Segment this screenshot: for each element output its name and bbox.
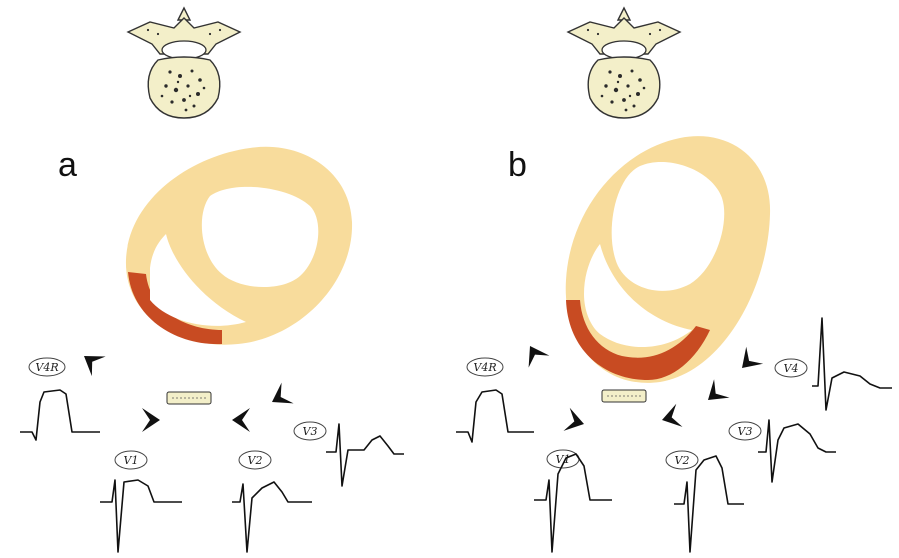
electrode-v4r-icon: [77, 346, 106, 377]
lv-cavity-b: [611, 161, 725, 291]
ecg-trace-v1: [100, 479, 182, 553]
svg-text:V2: V2: [248, 454, 263, 467]
heart-cross-section-b: [565, 136, 771, 383]
rv-cavity-a: [150, 234, 246, 326]
lead-label-v2: V2: [238, 450, 272, 470]
svg-text:V4R: V4R: [35, 361, 58, 374]
lead-label-v4r: V4R: [28, 357, 66, 377]
panel-label-b: b: [508, 146, 527, 184]
lead-label-v2: V2: [665, 450, 699, 470]
electrode-v4-icon: [733, 346, 764, 377]
electrode-v3-icon: [700, 379, 730, 410]
panel-label-a: a: [58, 146, 77, 184]
vertebra-icon: [127, 7, 241, 119]
rv-cavity-b: [584, 244, 692, 348]
ecg-trace-v2: [232, 481, 312, 553]
svg-text:V4: V4: [784, 362, 799, 375]
svg-text:V4R: V4R: [473, 361, 496, 374]
sternum-icon: [166, 391, 212, 405]
heart-cross-section-a: [125, 146, 353, 345]
lead-label-v3: V3: [293, 421, 327, 441]
sternum-icon: [601, 389, 647, 403]
lead-label-v1: V1: [546, 449, 580, 469]
electrode-v2-icon: [658, 403, 683, 432]
electrode-v2-icon: [232, 408, 250, 432]
lead-label-v4r: V4R: [466, 357, 504, 377]
lead-label-v1: V1: [114, 450, 148, 470]
electrode-v1-icon: [563, 407, 588, 436]
electrode-v1-icon: [142, 408, 160, 432]
lv-cavity-a: [201, 186, 319, 288]
svg-text:V2: V2: [675, 454, 690, 467]
svg-text:V1: V1: [124, 454, 139, 467]
panel-a: a V4R V1 V2 V3: [20, 7, 404, 553]
electrode-v4r-icon: [519, 340, 550, 368]
ecg-trace-v4r: [20, 389, 100, 441]
ecg-trace-v2: [674, 455, 744, 553]
lead-label-v4: V4: [774, 358, 808, 378]
ecg-trace-v4: [812, 317, 892, 411]
ecg-trace-v3: [758, 419, 836, 483]
ecg-trace-v3: [326, 423, 404, 487]
svg-text:V1: V1: [556, 453, 571, 466]
electrode-v3-icon: [266, 382, 294, 413]
svg-text:V3: V3: [303, 425, 318, 438]
infarct-region-b: [566, 300, 710, 380]
ecg-trace-v4r: [456, 389, 534, 443]
ecg-trace-v1: [534, 453, 612, 553]
lead-label-v3: V3: [728, 421, 762, 441]
svg-text:V3: V3: [738, 425, 753, 438]
infarct-region-a: [128, 272, 222, 345]
panel-b: b V4R V1 V2 V3: [456, 7, 892, 553]
vertebra-icon: [567, 7, 681, 119]
